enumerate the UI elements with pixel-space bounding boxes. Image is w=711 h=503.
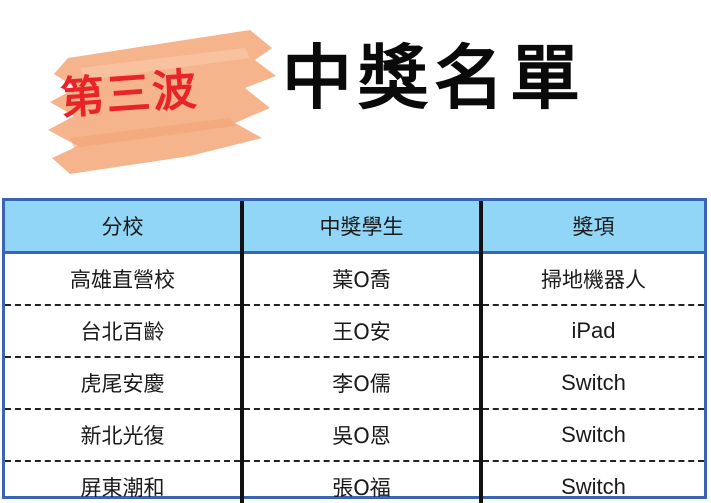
column-header-branch: 分校 [5, 201, 244, 254]
cell-prize: iPad [481, 305, 704, 358]
cell-branch: 高雄直營校 [5, 252, 244, 306]
cell-prize: Switch [481, 357, 704, 410]
cell-student: 李O儒 [242, 357, 483, 410]
header: 第三波 中獎名單 [0, 0, 711, 190]
winners-table: 分校 中獎學生 獎項 高雄直營校 葉O喬 掃地機器人 台北百齡 王O安 iPad… [2, 198, 707, 503]
cell-student: 張O福 [242, 461, 483, 503]
column-header-prize: 獎項 [481, 201, 704, 254]
table-row: 屏東潮和 張O福 Switch [5, 461, 704, 503]
table-row: 高雄直營校 葉O喬 掃地機器人 [5, 252, 704, 306]
table-row: 新北光復 吳O恩 Switch [5, 409, 704, 462]
cell-branch: 虎尾安慶 [5, 357, 244, 410]
cell-prize: 掃地機器人 [481, 252, 704, 306]
table-row: 台北百齡 王O安 iPad [5, 305, 704, 358]
cell-branch: 台北百齡 [5, 305, 244, 358]
cell-branch: 新北光復 [5, 409, 244, 462]
table-header-row: 分校 中獎學生 獎項 [5, 201, 704, 254]
cell-branch: 屏東潮和 [5, 461, 244, 503]
table-row: 虎尾安慶 李O儒 Switch [5, 357, 704, 410]
brush-stroke-decoration [48, 30, 276, 174]
page-title: 中獎名單 [282, 37, 586, 119]
cell-student: 葉O喬 [242, 252, 483, 306]
wave-label: 第三波 [58, 64, 200, 125]
column-header-student: 中獎學生 [242, 201, 483, 254]
cell-student: 王O安 [242, 305, 483, 358]
cell-student: 吳O恩 [242, 409, 483, 462]
cell-prize: Switch [481, 409, 704, 462]
cell-prize: Switch [561, 474, 626, 499]
